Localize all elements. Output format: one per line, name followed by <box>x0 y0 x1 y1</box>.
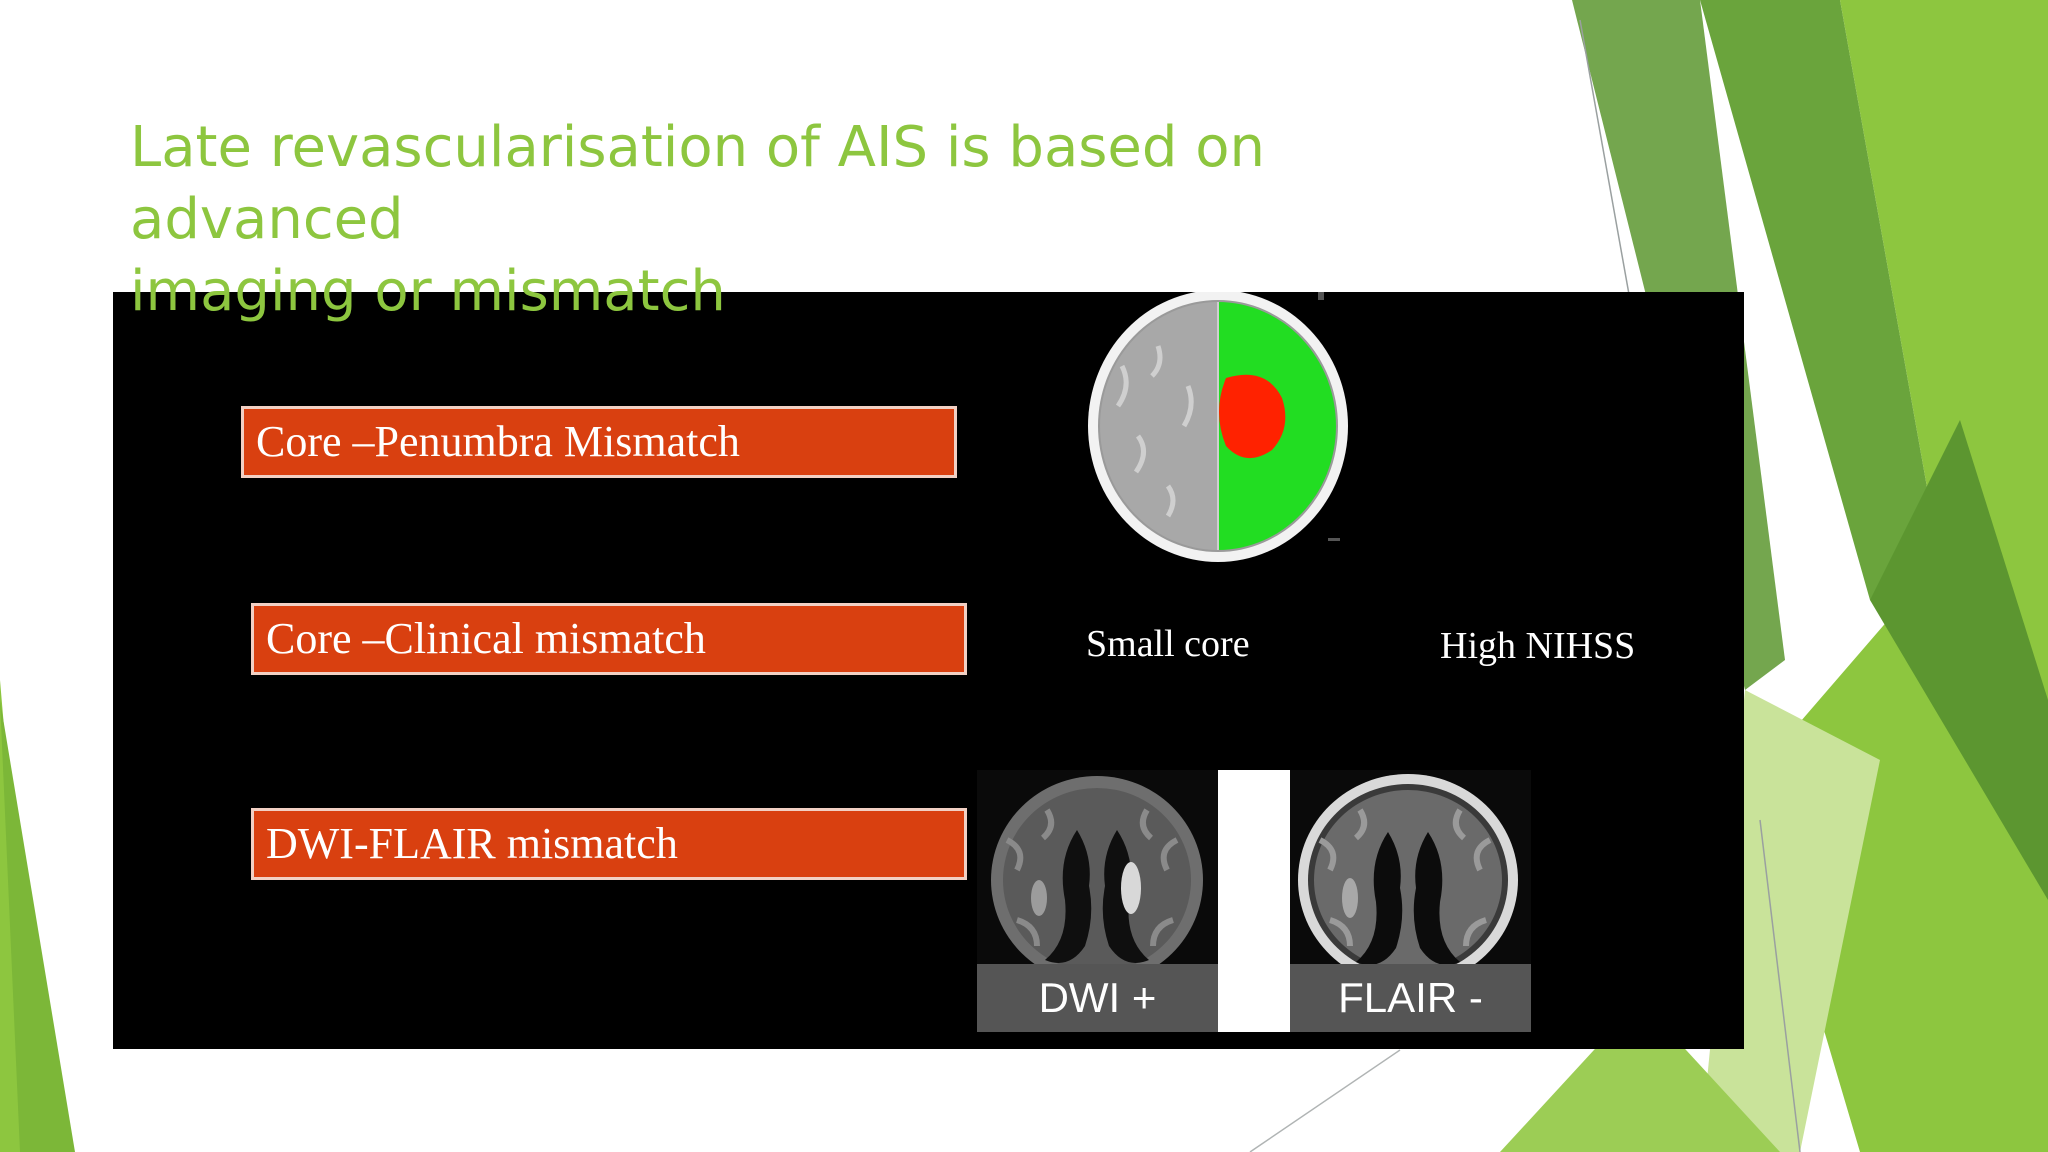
deco-facet-mid <box>1700 0 1940 600</box>
dwi-brain-image <box>991 776 1203 984</box>
deco-facet-pale <box>1700 690 1880 1152</box>
flair-brain-image <box>1298 774 1518 986</box>
small-core-label: Small core <box>1086 623 1250 665</box>
slide-title-line: imaging or mismatch <box>130 259 726 324</box>
deco-line <box>1249 1049 1401 1152</box>
flair-panel: FLAIR - <box>1290 770 1531 1032</box>
dwi-flair-box: DWI-FLAIR mismatch <box>251 808 967 880</box>
high-nihss-label: High NIHSS <box>1440 625 1636 667</box>
ct-perfusion-brain-image <box>1088 292 1348 562</box>
deco-facet-left-dark <box>0 700 75 1152</box>
slide-title-line: Late revascularisation of AIS is based o… <box>130 115 1265 252</box>
deco-facet-deep <box>1870 420 2048 900</box>
core-penumbra-box: Core –Penumbra Mismatch <box>241 406 957 478</box>
deco-line <box>1759 819 1801 1152</box>
core-clinical-box: Core –Clinical mismatch <box>251 603 967 675</box>
flair-caption: FLAIR - <box>1290 964 1531 1032</box>
dwi-caption: DWI + <box>977 964 1218 1032</box>
deco-facet-bottom <box>1500 1000 1780 1152</box>
mismatch-figure: Core –Penumbra Mismatch Core –Clinical m… <box>113 292 1744 1049</box>
mri-divider <box>1218 770 1290 1032</box>
dwi-panel: DWI + <box>977 770 1218 1032</box>
deco-line <box>1579 19 1631 301</box>
slide-title: Late revascularisation of AIS is based o… <box>130 112 1530 328</box>
